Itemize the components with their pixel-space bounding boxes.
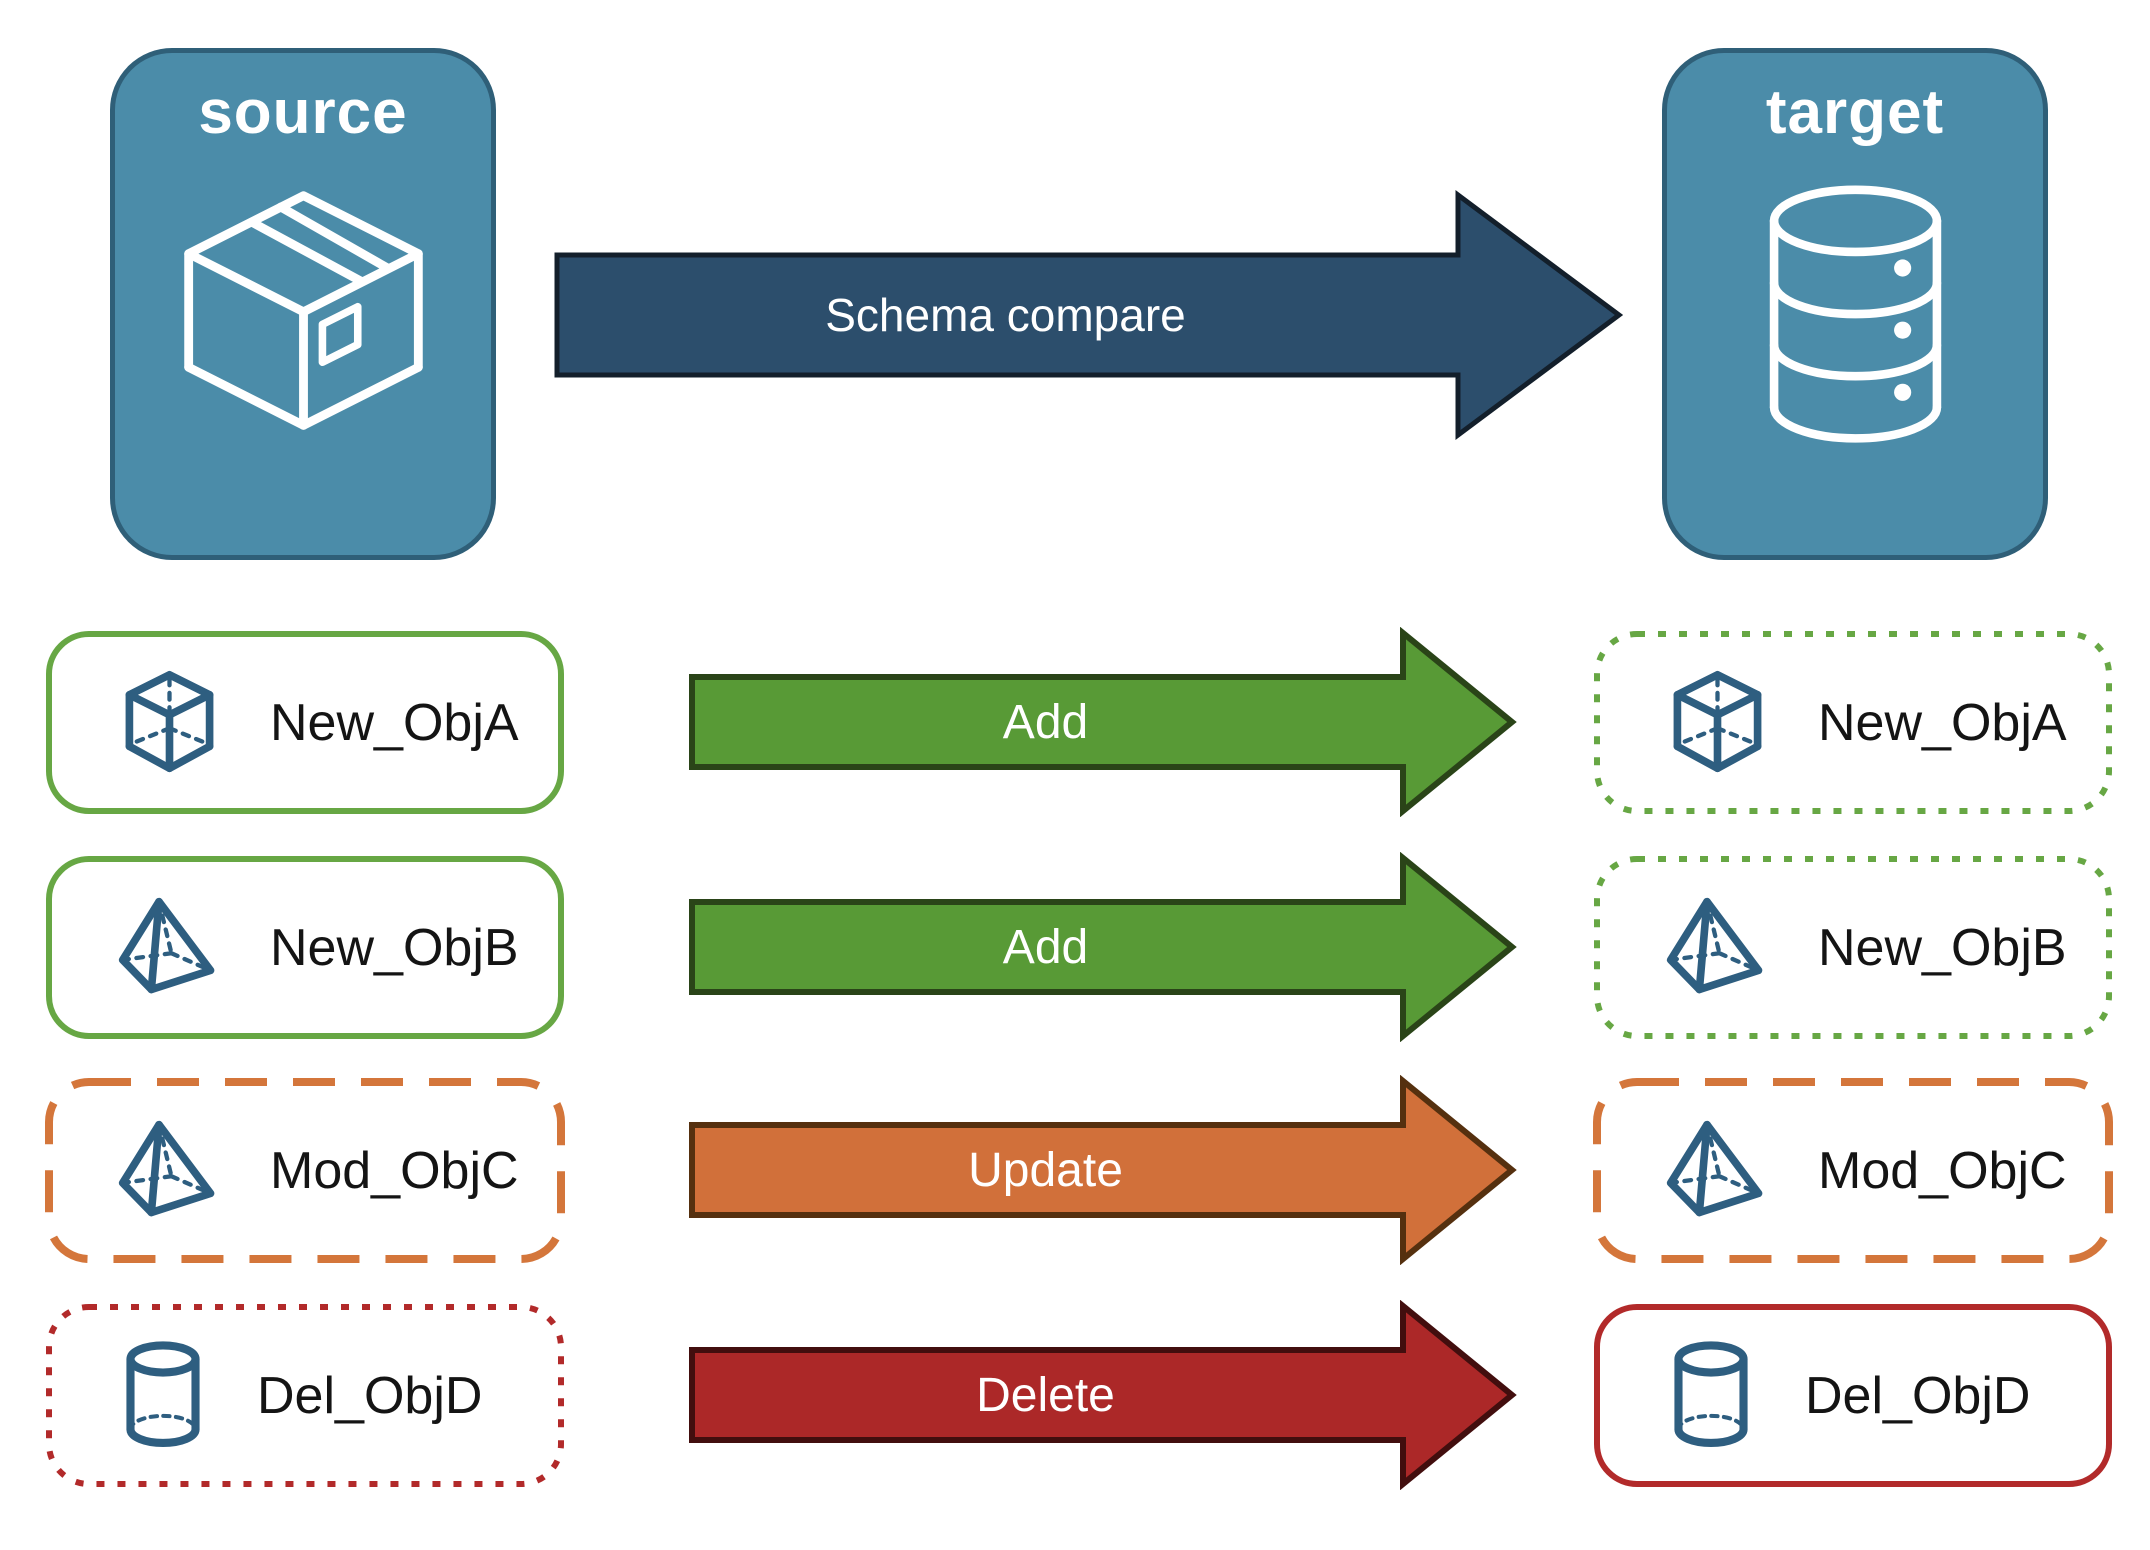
pyramid-icon bbox=[118, 897, 215, 994]
source-object-mod-objc: Mod_ObjC bbox=[45, 1078, 565, 1263]
delete-arrow-shape bbox=[689, 1299, 1517, 1491]
database-dots bbox=[1893, 259, 1911, 401]
add-arrow-label: Add bbox=[1002, 695, 1089, 749]
source-object-label: New_ObjB bbox=[270, 918, 519, 977]
deleted-object-target-border bbox=[1594, 1304, 2112, 1487]
cylinder-icon bbox=[126, 1340, 200, 1447]
add-arrow-1: Add bbox=[688, 626, 1518, 818]
update-arrow-label: Update bbox=[968, 1143, 1123, 1197]
source-object-label: New_ObjA bbox=[270, 693, 519, 752]
add-arrow-shape bbox=[689, 626, 1517, 818]
source-panel: source bbox=[110, 48, 496, 560]
pyramid-icon bbox=[1666, 897, 1763, 994]
modified-object-border bbox=[45, 1078, 565, 1263]
cylinder-icon bbox=[1674, 1340, 1748, 1447]
new-object-border bbox=[46, 631, 564, 814]
new-object-border bbox=[46, 856, 564, 1039]
cube-icon bbox=[1673, 670, 1762, 773]
target-object-label: New_ObjA bbox=[1818, 693, 2067, 752]
update-arrow-shape bbox=[689, 1074, 1517, 1266]
pyramid-icon bbox=[1666, 1120, 1763, 1217]
target-object-new-objb: New_ObjB bbox=[1593, 855, 2113, 1040]
target-panel: target bbox=[1662, 48, 2048, 560]
target-object-new-obja: New_ObjA bbox=[1593, 630, 2113, 815]
schema-compare-arrow-label: Schema compare bbox=[825, 289, 1186, 341]
add-arrow-label: Add bbox=[1002, 920, 1089, 974]
update-arrow: Update bbox=[688, 1074, 1518, 1266]
add-arrow-2: Add bbox=[688, 851, 1518, 1043]
delete-arrow: Delete bbox=[688, 1299, 1518, 1491]
target-object-label: Mod_ObjC bbox=[1818, 1141, 2067, 1200]
database-icon bbox=[1769, 185, 1941, 443]
target-object-label: New_ObjB bbox=[1818, 918, 2067, 977]
source-object-new-obja: New_ObjA bbox=[45, 630, 565, 815]
add-arrow-shape bbox=[689, 851, 1517, 1043]
schema-compare-arrow: Schema compare bbox=[553, 190, 1624, 440]
deleted-object-border bbox=[46, 1304, 564, 1487]
new-object-target-border bbox=[1594, 856, 2112, 1039]
new-object-target-border bbox=[1594, 631, 2112, 814]
source-object-new-objb: New_ObjB bbox=[45, 855, 565, 1040]
source-object-label: Mod_ObjC bbox=[270, 1141, 519, 1200]
target-object-del-objd: Del_ObjD bbox=[1593, 1303, 2113, 1488]
delete-arrow-label: Delete bbox=[976, 1368, 1115, 1422]
target-object-label: Del_ObjD bbox=[1805, 1366, 2031, 1425]
cube-icon bbox=[125, 670, 214, 773]
schema-compare-arrow-shape bbox=[554, 190, 1624, 440]
source-panel-title: source bbox=[198, 78, 408, 147]
modified-object-border bbox=[1593, 1078, 2113, 1263]
source-object-del-objd: Del_ObjD bbox=[45, 1303, 565, 1488]
pyramid-icon bbox=[118, 1120, 215, 1217]
target-panel-title: target bbox=[1765, 78, 1945, 147]
target-object-mod-objc: Mod_ObjC bbox=[1593, 1078, 2113, 1263]
source-object-label: Del_ObjD bbox=[257, 1366, 483, 1425]
package-icon bbox=[183, 191, 423, 430]
